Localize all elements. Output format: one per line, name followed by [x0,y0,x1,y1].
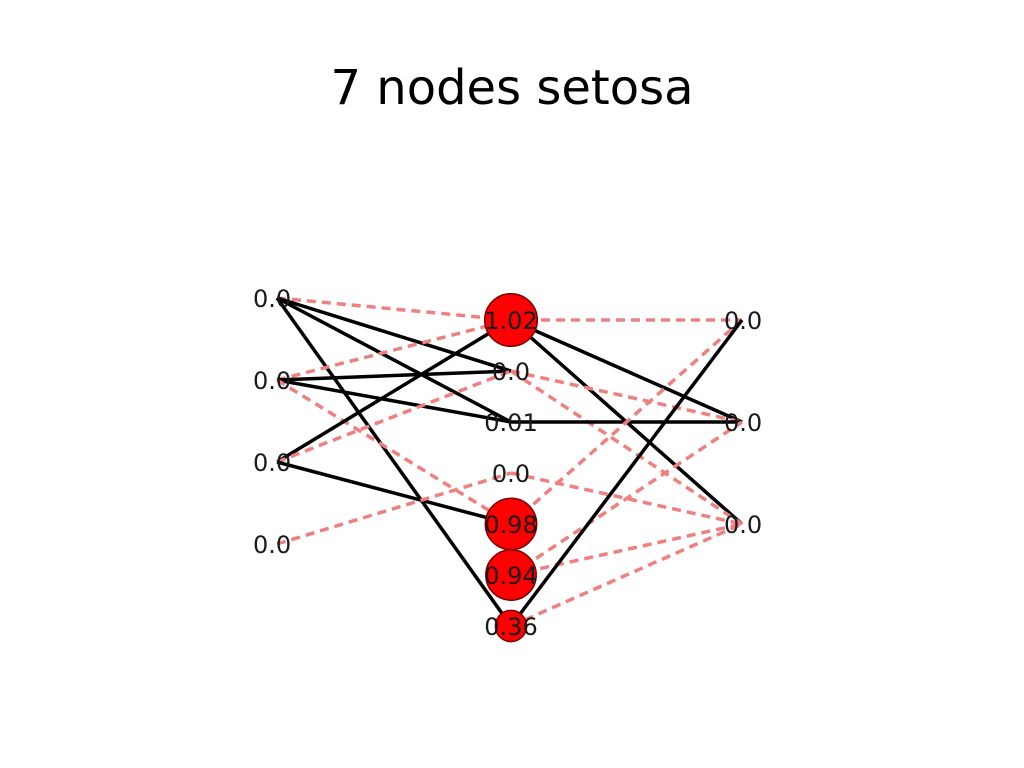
labels-layer: 0.0 0.0 0.0 0.0 1.02 0.0 0.01 0.0 0.98 0.94 0.36 0.… [253,285,762,641]
edge-positive-input0-hidden1 [276,296,512,373]
output-node-label-0: 0.0 [724,307,762,335]
edge-positive-input0-hidden6 [275,296,513,628]
output-node-label-1: 0.0 [724,409,762,437]
input-node-label-3: 0.0 [253,531,291,559]
input-node-label-2: 0.0 [253,449,291,477]
edge-negative-hidden1-output2 [510,369,743,526]
edge-negative-input1-hidden0 [276,318,512,382]
hidden-node-label-1: 0.0 [492,358,530,386]
edge-positive-input1-hidden1 [276,369,512,382]
edge-negative-hidden5-output2 [510,522,743,577]
hidden-node-label-3: 0.0 [492,460,530,488]
edge-negative-hidden6-output2 [510,522,743,628]
edge-positive-hidden0-output1 [510,318,743,424]
input-node-label-1: 0.0 [253,367,291,395]
edge-negative-input0-hidden0 [276,296,512,322]
edges-layer [275,296,744,628]
hidden-node-label-4: 0.98 [484,511,537,539]
edge-negative-hidden5-output1 [510,420,743,577]
edge-positive-input1-hidden2 [276,378,512,424]
edge-negative-input1-hidden4 [276,378,512,526]
hidden-node-label-2: 0.01 [484,409,537,437]
edge-negative-input2-hidden1 [276,369,512,464]
hidden-node-circle-0 [483,292,539,348]
edge-negative-hidden3-output2 [510,471,743,526]
hidden-node-circle-6 [494,609,528,643]
edge-positive-input0-hidden2 [276,296,512,424]
hidden-node-label-5: 0.94 [484,562,537,590]
nodes-layer [483,292,539,643]
edge-positive-hidden6-output0 [509,318,744,628]
edge-negative-hidden4-output0 [509,318,744,526]
edge-negative-hidden1-output1 [510,369,743,424]
input-node-label-0: 0.0 [253,285,291,313]
edge-positive-input2-hidden0 [276,318,512,464]
hidden-node-circle-5 [485,549,537,601]
hidden-node-label-0: 1.02 [484,307,537,335]
output-node-label-2: 0.0 [724,511,762,539]
edge-negative-input3-hidden3 [276,471,512,546]
slide-title: 7 nodes setosa [330,60,694,116]
edge-positive-input2-hidden4 [276,460,512,526]
hidden-node-label-6: 0.36 [484,613,537,641]
